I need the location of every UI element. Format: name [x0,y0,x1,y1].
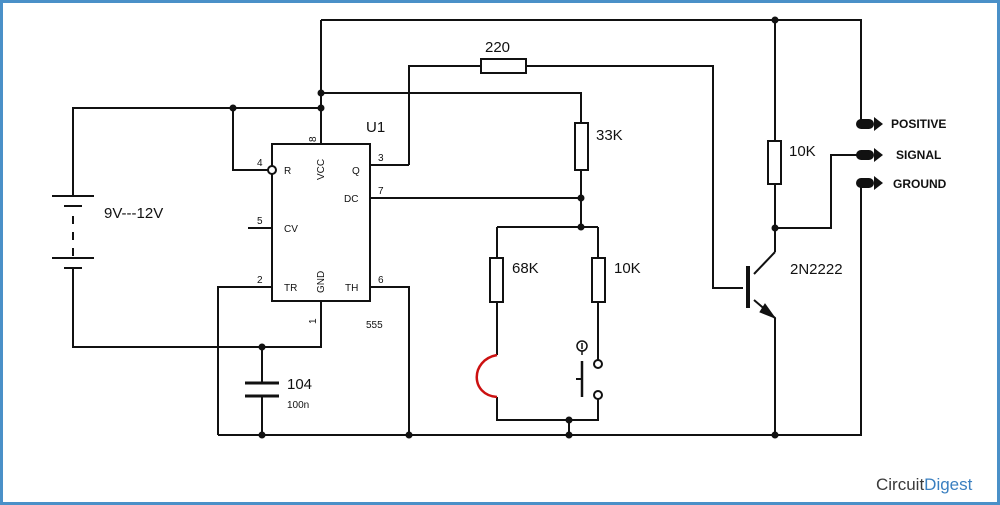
pin-tr-name: TR [284,283,297,294]
pin-q-number: 3 [378,153,384,164]
capacitor-value-label: 100n [287,400,309,411]
signal-terminal-icon [856,148,883,162]
pin-th-number: 6 [378,275,384,286]
resistors [480,58,782,303]
transistor-2n2222 [746,266,777,320]
sensor-wire-loop [475,353,498,399]
circuitdigest-logo: CircuitDigest [876,475,973,494]
pin-r-name: R [284,166,291,177]
pin-gnd-number: 1 [308,318,319,324]
battery-label: 9V---12V [104,205,163,222]
ground-rail-wire [218,182,862,436]
ic-part-number: 555 [366,320,383,331]
ic-reference: U1 [366,119,385,136]
resistor-10k-mid-label: 10K [614,260,641,277]
pin-dc-name: DC [344,194,358,205]
positive-terminal-icon [856,117,883,131]
resistor-10k-mid [591,257,606,303]
battery-symbol [52,195,94,269]
resistor-68k [489,257,504,303]
transistor-emitter [753,299,776,435]
pin-gnd-name: GND [316,271,327,293]
pin-q-name: Q [352,166,360,177]
pin-th-name: TH [345,283,358,294]
pin-vcc-name: VCC [316,159,327,180]
transistor-collector [753,251,776,275]
pin-vcc-number: 8 [308,136,319,142]
trigger-wire [217,286,272,435]
junction-dots [229,16,779,439]
signal-wire [774,154,858,252]
pin-dc-number: 7 [378,186,384,197]
ic-pin-stubs [320,138,382,337]
pin-cv-number: 5 [257,216,263,227]
battery-positive-wire [72,107,233,195]
resistor-220-label: 220 [485,39,510,56]
ground-terminal-icon [856,176,883,190]
resistor-10k-right [767,140,782,185]
battery-negative-wire [72,268,322,348]
resistor-220 [480,58,527,74]
push-button[interactable] [576,340,603,400]
transistor-label: 2N2222 [790,261,843,278]
brand-logo-text: CircuitDigest [876,475,973,494]
ground-terminal-label: GROUND [893,177,947,191]
vcc-to-33k-wire [321,92,582,123]
q-to-base-wire [382,65,743,289]
resistor-33k-label: 33K [596,127,623,144]
positive-terminal-label: POSITIVE [891,117,946,131]
signal-terminal-label: SIGNAL [896,148,941,162]
capacitor-code-label: 104 [287,376,312,393]
pin-cv-name: CV [284,224,298,235]
reset-pin-wire [232,108,268,171]
pin-tr-number: 2 [257,275,263,286]
resistor-33k [574,122,589,171]
reset-inverting-bubble [267,165,277,175]
wires [72,19,862,436]
68k-branch-wire [496,227,599,421]
threshold-wire [370,286,410,435]
output-terminals [856,117,883,190]
capacitor-104 [245,381,279,398]
resistor-10k-right-label: 10K [789,143,816,160]
top-rail-wire [321,19,862,124]
pin-r-number: 4 [257,158,263,169]
resistor-68k-label: 68K [512,260,539,277]
